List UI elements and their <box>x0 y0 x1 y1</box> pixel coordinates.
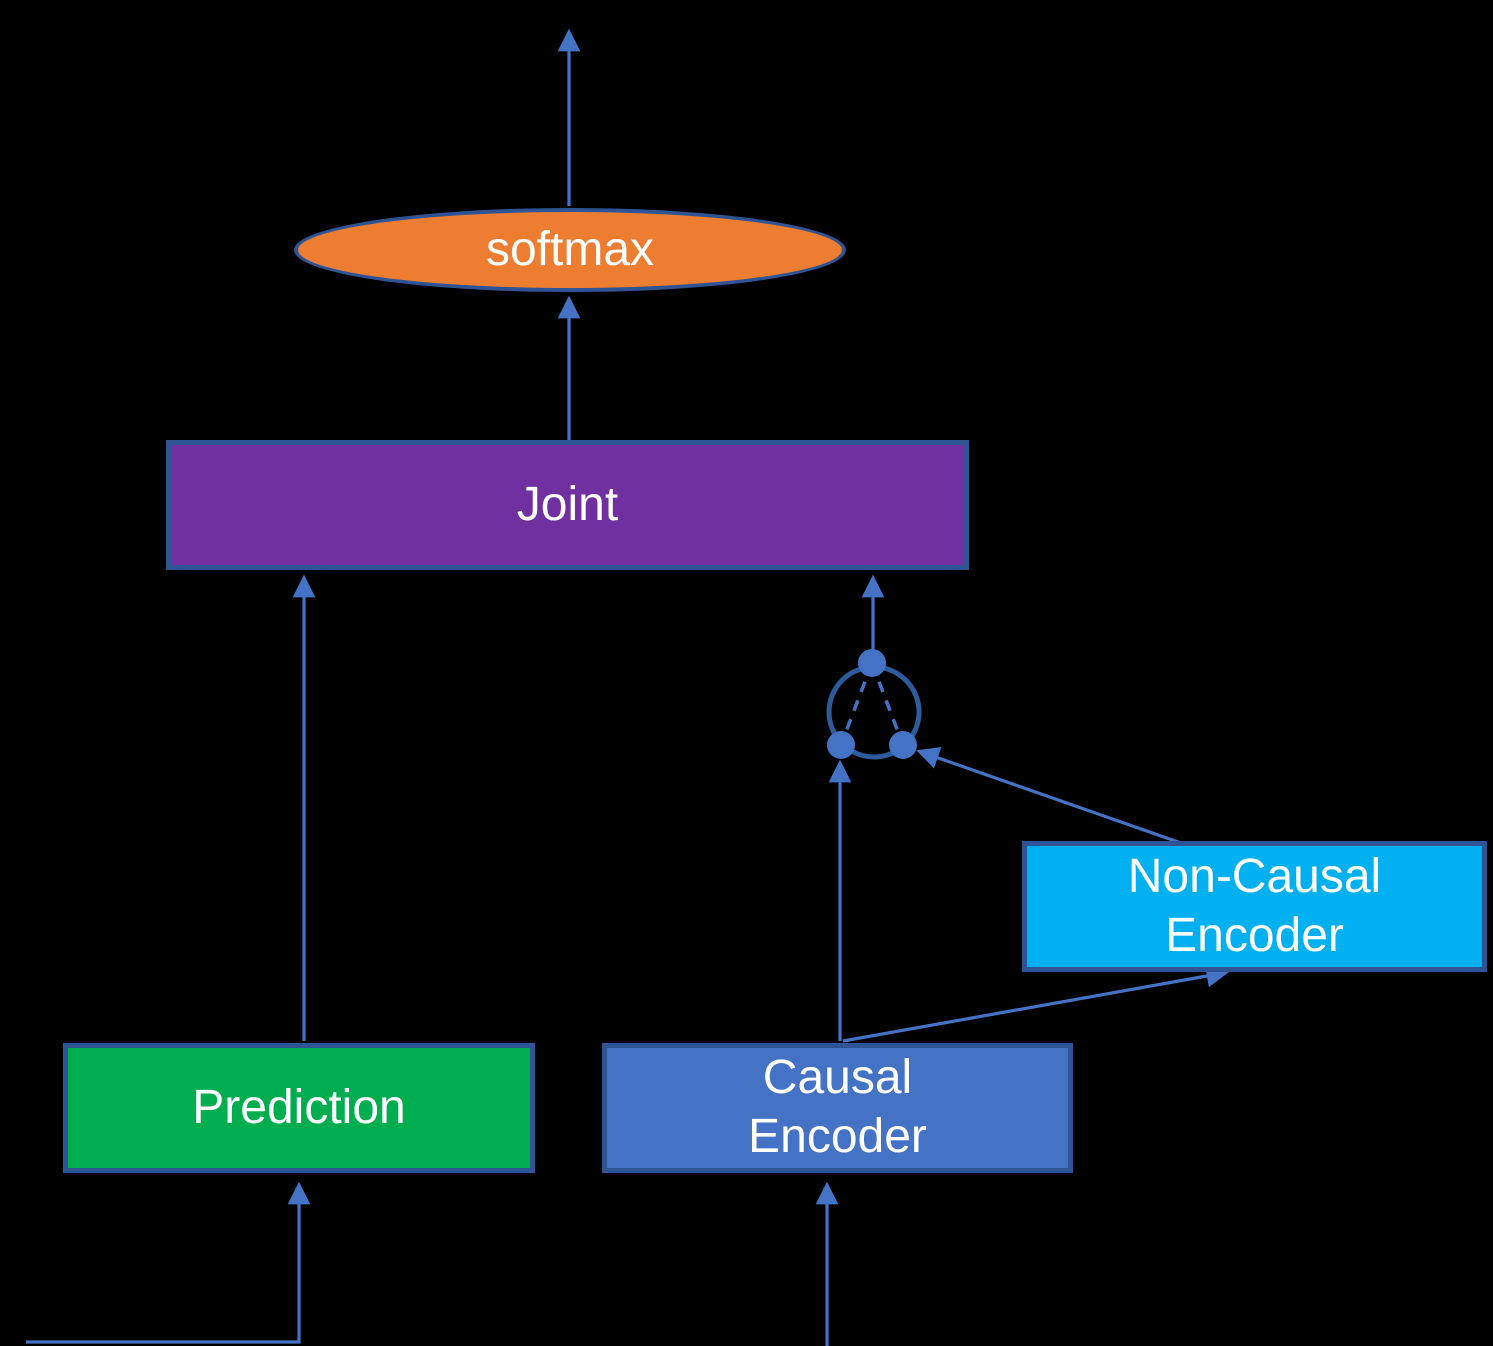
non-causal-encoder-label-line1: Non-Causal <box>1127 849 1382 903</box>
switch-dashed-right <box>870 662 905 746</box>
switch-dashed-left <box>839 662 874 746</box>
switch-dot-left <box>827 731 855 759</box>
causal-encoder-node: Causal Encoder <box>602 1043 1073 1173</box>
softmax-label: softmax <box>485 222 655 276</box>
non-causal-encoder-node: Non-Causal Encoder <box>1022 841 1487 972</box>
switch-dot-top <box>858 649 886 677</box>
softmax-node: softmax <box>294 208 846 292</box>
switch-dot-right <box>889 731 917 759</box>
prediction-node: Prediction <box>63 1043 535 1173</box>
arrow-input-to-prediction <box>26 1181 311 1344</box>
causal-encoder-label-line1: Causal <box>762 1051 913 1105</box>
joint-node: Joint <box>166 440 969 570</box>
arrow-noncausal-to-switch <box>916 747 1182 845</box>
non-causal-encoder-label-line2: Encoder <box>1165 908 1344 962</box>
causal-encoder-label-line2: Encoder <box>748 1110 927 1163</box>
joint-label: Joint <box>516 477 619 531</box>
switch-selector-icon <box>826 649 922 760</box>
prediction-label: Prediction <box>192 1080 406 1134</box>
arrow-causal-to-noncausal <box>842 964 1230 1043</box>
